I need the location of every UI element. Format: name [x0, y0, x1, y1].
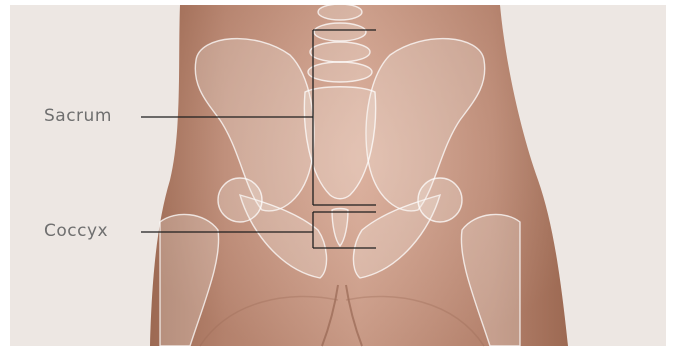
coccyx-label: Coccyx — [44, 221, 108, 241]
sacrum-label: Sacrum — [44, 106, 112, 126]
